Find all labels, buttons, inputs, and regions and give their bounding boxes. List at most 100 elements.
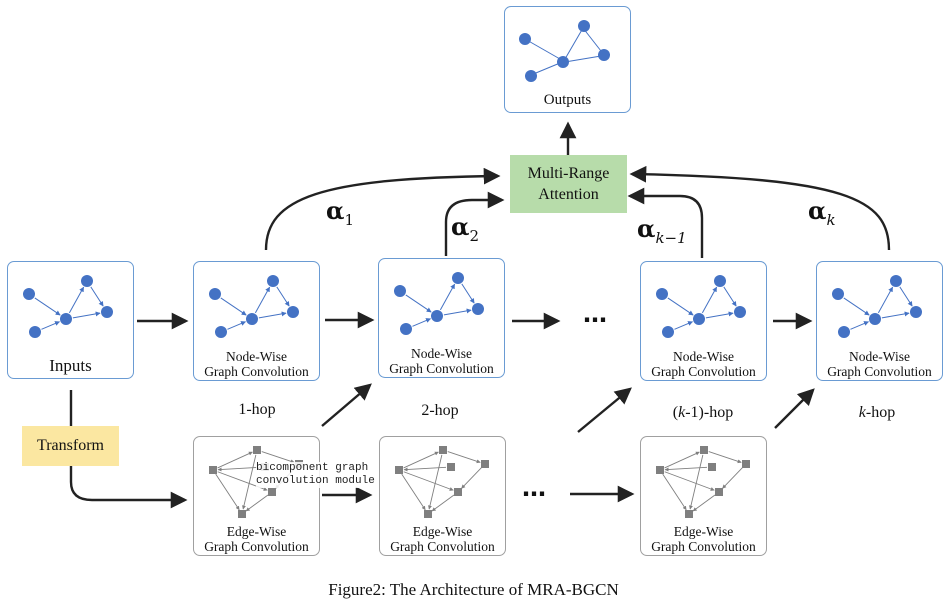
graph-node [481,460,489,468]
graph-node [439,446,447,454]
graph-edge [722,467,743,489]
bicomponent-module-note: bicomponent graph convolution module [256,462,375,488]
attention-label-line2: Attention [538,186,599,203]
ellipsis-node-row: … [583,300,608,328]
transform-label: Transform [37,437,104,454]
hop-label-1: 1-hop [238,401,276,418]
hop-k-var: k [858,404,866,421]
graph-edge [217,466,261,472]
graph-edge [664,466,708,472]
graph-edge [431,494,455,512]
graph-node [424,510,432,518]
node-graph-icon [23,275,113,338]
node-graph-icon [519,20,610,82]
hop-k1-rest: -1)-hop [685,404,734,421]
graph-node [838,326,850,338]
edge-wise-label-line2: Graph Convolution [390,539,495,554]
graph-node [700,446,708,454]
graph-edge [662,473,687,511]
graph-edge [405,294,432,313]
graph-edge [258,311,287,319]
hop-label-k: k-hop [817,404,937,422]
ellipsis-edge-row: … [522,474,547,502]
graph-edge [34,297,61,316]
node-wise-conv-2-box: Node-Wise Graph Convolution [378,258,505,378]
graph-edge [412,318,432,327]
graph-node [23,288,35,300]
node-wise-label-line2: Graph Convolution [827,364,932,379]
edge-wise-conv-k-minus-1-box: Edge-Wise Graph Convolution [640,436,767,556]
graph-edge [261,451,295,464]
transform-box: Transform [22,426,119,466]
node-wise-conv-k-box: Node-Wise Graph Convolution [816,261,943,381]
edge-wise-label-line1: Edge-Wise [673,524,734,539]
graph-node [29,326,41,338]
hop-label-k-minus-1: (k-1)-hop [643,404,763,422]
graph-node [742,460,750,468]
graph-edge [701,286,718,314]
graph-edge [664,451,700,469]
node-wise-label-line1: Node-Wise [411,346,472,361]
graph-edge [850,321,870,330]
graph-node [268,488,276,496]
node-graph-icon [656,275,746,338]
graph-node [400,323,412,335]
graph-edge [245,494,269,512]
edge-wise-label-line2: Graph Convolution [651,539,756,554]
graph-node [734,306,746,318]
arrow-alpha1-to-attention [264,167,501,251]
alpha-subscript: 1 [344,211,355,229]
graph-edge [843,297,870,316]
graph-node [454,488,462,496]
graph-edge [667,297,694,316]
graph-edge [881,311,910,319]
graph-node [662,326,674,338]
hop-k1-open: ( [672,404,679,421]
outputs-box: Outputs [504,6,631,113]
graph-node [81,275,93,287]
graph-edge [276,286,290,307]
graph-edge [227,321,247,330]
arrow-alphak-to-attention [629,165,891,251]
node-wise-label-line2: Graph Convolution [389,361,494,376]
graph-node [869,313,881,325]
node-wise-conv-1-box: Node-Wise Graph Convolution [193,261,320,381]
module-note-line2: convolution module [256,475,375,487]
edge-graph-icon [395,446,489,518]
alpha-subscript: k [826,211,836,229]
graph-node [395,466,403,474]
graph-edge [215,473,240,511]
inputs-box: Inputs [7,261,134,379]
figure-caption: Figure2: The Architecture of MRA-BGCN [328,580,619,599]
graph-edge [705,311,734,319]
alpha-2-label: α2 [451,212,479,245]
arrow-alphak1-to-attention [627,187,704,258]
graph-node [253,446,261,454]
node-graph-icon [394,272,484,335]
graph-edge [723,286,737,307]
graph-edge [877,286,894,314]
graph-edge [242,454,257,510]
graph-edge [403,451,439,469]
arrow-edge2-to-nodek1 [577,387,632,433]
module-note-line1: bicomponent graph [256,462,369,474]
graph-node [101,306,113,318]
graph-edge [447,451,481,464]
edge-wise-conv-1-box: Edge-Wise Graph Convolution [193,436,320,556]
graph-node [209,466,217,474]
node-wise-label-line1: Node-Wise [849,349,910,364]
edge-wise-label-line1: Edge-Wise [226,524,287,539]
graph-node [714,275,726,287]
graph-edge [217,451,253,469]
graph-edge [41,321,61,330]
graph-edge [461,283,475,304]
graph-edge [899,286,913,307]
edge-wise-label-line2: Graph Convolution [204,539,309,554]
arrow-transform-to-edge1 [69,466,188,509]
node-graph-icon [832,275,922,338]
edge-wise-conv-2-box: Edge-Wise Graph Convolution [379,436,506,556]
node-wise-label-line2: Graph Convolution [651,364,756,379]
alpha-symbol: α [451,212,470,241]
